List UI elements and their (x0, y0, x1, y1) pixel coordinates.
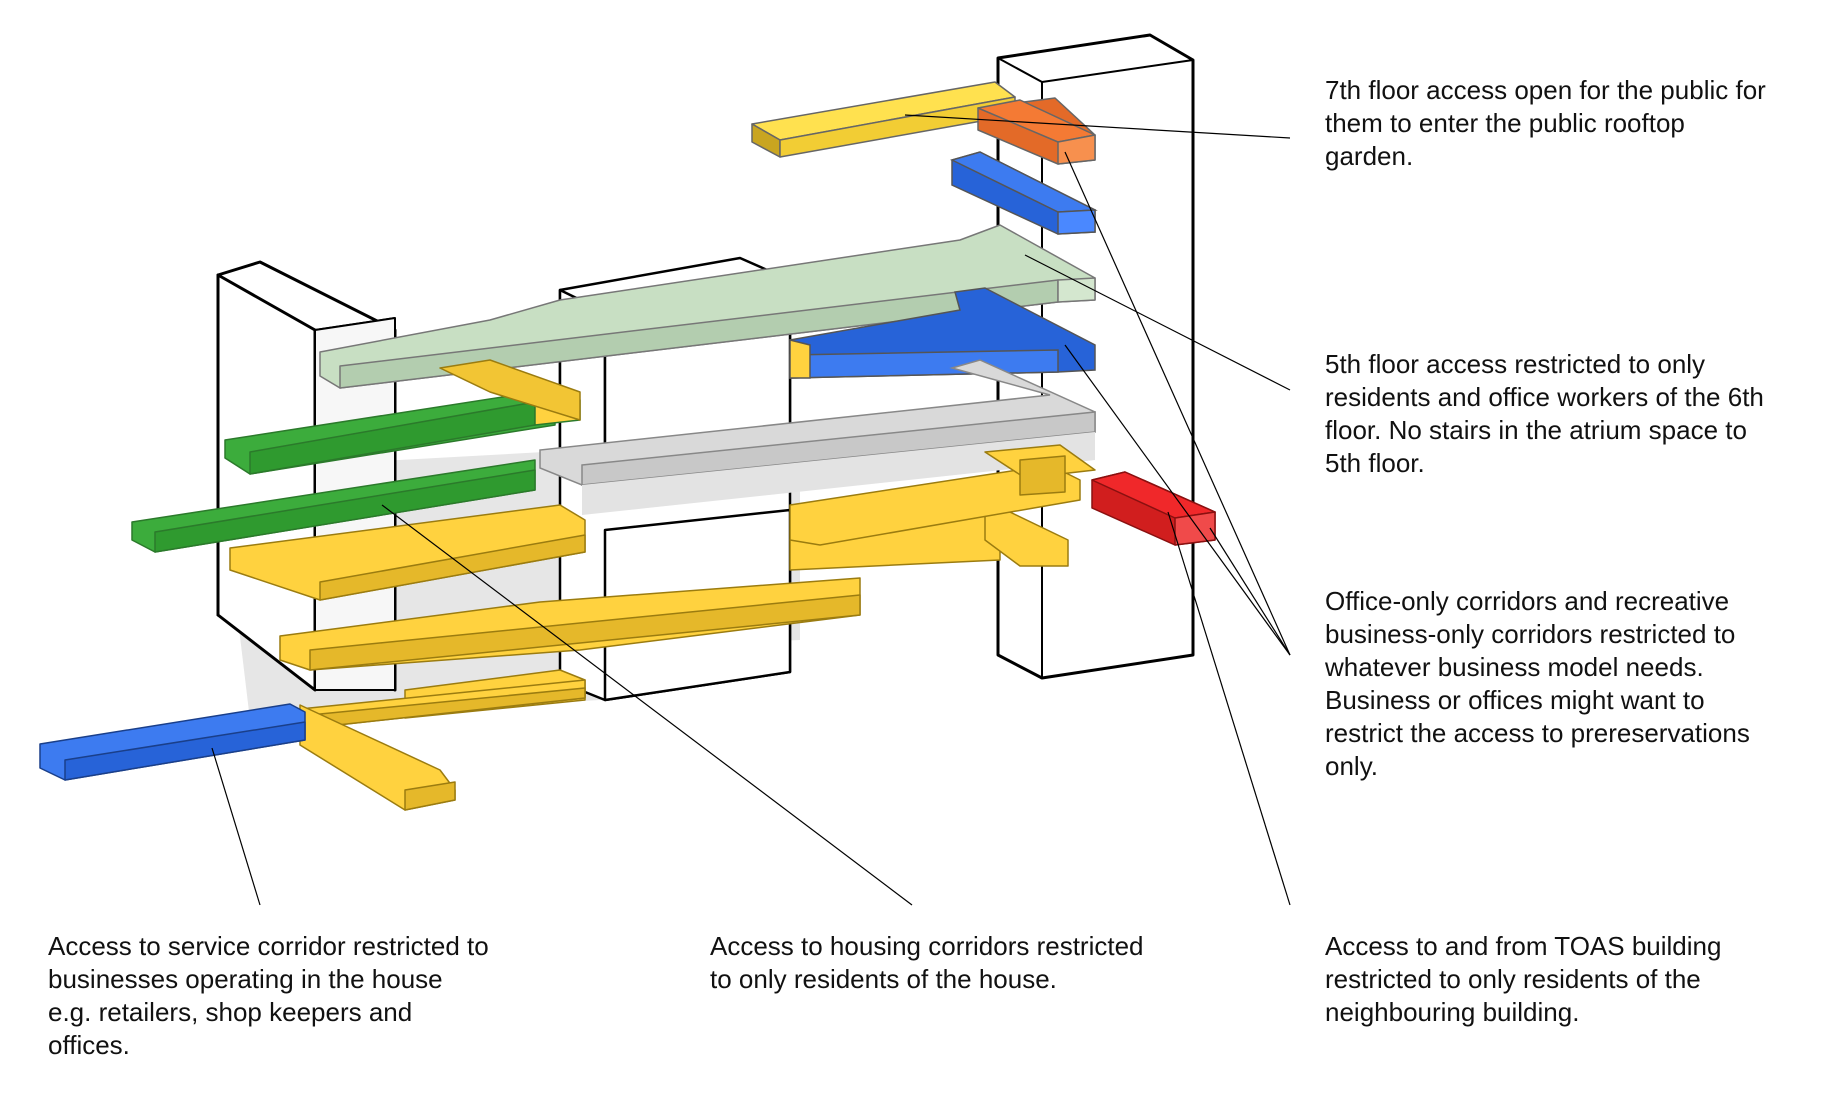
fifth-floor-residents-corridor (319, 224, 1096, 389)
annotation-service-corridor: Access to service corridor restricted to… (48, 931, 489, 1060)
seventh-floor-corridor (751, 81, 1096, 165)
annotation-housing-corridors: Access to housing corridors restricted t… (710, 931, 1144, 994)
leader-lines (211, 114, 1291, 906)
annotation-toas-building: Access to and from TOAS building restric… (1325, 931, 1722, 1027)
housing-corridors (229, 359, 1096, 811)
sixth-floor-office-corridor (949, 151, 1098, 235)
annotation-public-rooftop: 7th floor access open for the public for… (1325, 75, 1766, 171)
atrium-walkway (539, 359, 1096, 515)
toas-connection (1091, 471, 1216, 546)
annotation-office-business: Office-only corridors and recreative bus… (1325, 586, 1750, 781)
annotation-fifth-floor: 5th floor access restricted to only resi… (1325, 349, 1764, 478)
service-corridor (39, 703, 306, 781)
